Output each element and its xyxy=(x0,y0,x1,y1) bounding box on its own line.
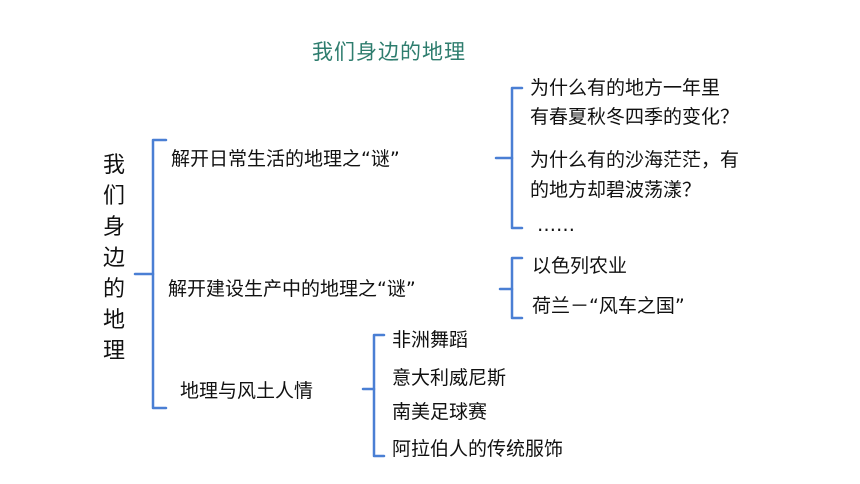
leaf-item: 南美足球赛 xyxy=(392,401,488,423)
leaf-item: 以色列农业 xyxy=(532,255,628,277)
root-char: 理 xyxy=(102,339,125,364)
branch1-bracket xyxy=(510,86,524,230)
leaf-item: 意大利威尼斯 xyxy=(392,367,507,389)
leaf-item: 荷兰－“风车之国” xyxy=(532,295,685,317)
page-title: 我们身边的地理 xyxy=(312,40,466,64)
root-char: 身 xyxy=(102,215,125,240)
root-char: 地 xyxy=(102,308,125,333)
branch-label-customs: 地理与风土人情 xyxy=(180,380,314,402)
root-char: 边 xyxy=(102,246,125,271)
root-char: 我 xyxy=(102,153,125,178)
leaf-item: 为什么有的地方一年里 xyxy=(530,77,721,99)
root-bracket xyxy=(151,138,168,410)
leaf-item: 阿拉伯人的传统服饰 xyxy=(392,438,564,460)
leaf-item: 有春夏秋冬四季的变化？ xyxy=(530,106,740,128)
branch-label-production: 解开建设生产中的地理之“谜” xyxy=(168,278,416,300)
root-char: 们 xyxy=(102,184,125,209)
leaf-item: 非洲舞蹈 xyxy=(392,329,469,351)
root-vertical-label: 我 们 身 边 的 地 理 xyxy=(100,150,128,367)
branch3-bracket xyxy=(372,333,386,458)
branch2-bracket xyxy=(510,256,524,320)
leaf-ellipsis: …… xyxy=(537,214,575,236)
root-char: 的 xyxy=(102,277,125,302)
leaf-item: 的地方却碧波荡漾？ xyxy=(530,179,702,201)
leaf-item: 为什么有的沙海茫茫，有 xyxy=(530,149,740,171)
branch-label-daily-life: 解开日常生活的地理之“谜” xyxy=(171,148,400,170)
